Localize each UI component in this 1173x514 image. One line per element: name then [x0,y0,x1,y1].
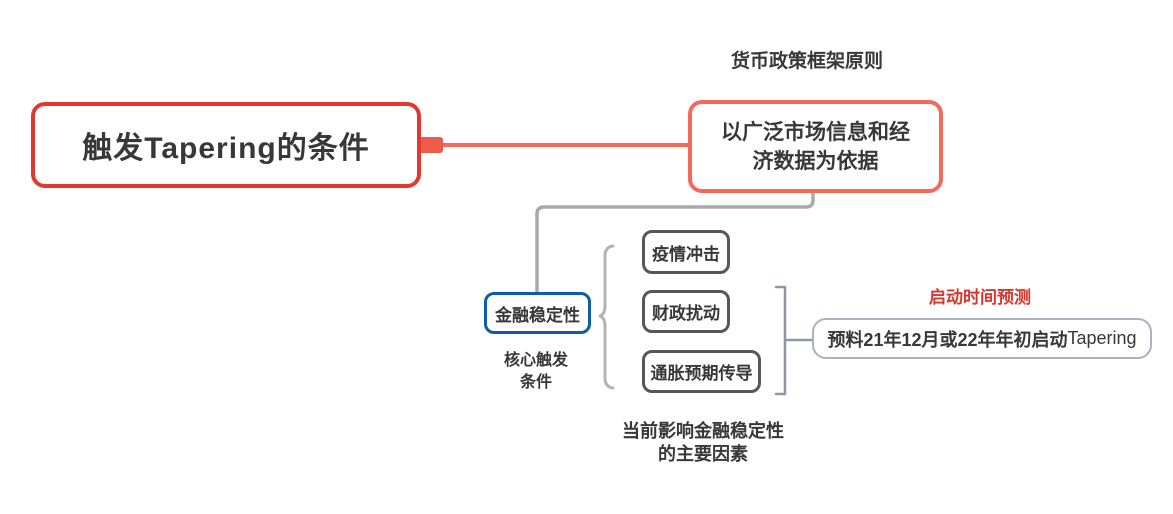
factor-topic-pandemic[interactable]: 疫情冲击 [642,230,730,274]
factor-topic-fiscal-label: 财政扰动 [652,304,720,323]
policy-branch-label[interactable]: 货币政策框架原则 [730,51,883,72]
factors-note-line1: 当前影响金融稳定性 [622,421,784,441]
policy-topic-line1: 以广泛市场信息和经 [721,120,910,144]
summary-topic-label-zh: 预料21年12月或22年年初启动 [827,329,1068,350]
factor-topic-fiscal[interactable]: 财政扰动 [642,290,730,333]
factor-topic-pandemic-label: 疫情冲击 [652,244,720,264]
stability-topic-label: 金融稳定性 [495,305,580,325]
summary-bracket [774,285,814,396]
policy-topic[interactable]: 以广泛市场信息和经 济数据为依据 [688,100,943,193]
factors-note-label[interactable]: 当前影响金融稳定性 的主要因素 [595,420,811,466]
factors-note-line2: 的主要因素 [658,444,748,464]
stability-note-label[interactable]: 核心触发 条件 [486,350,586,394]
root-topic-label: 触发Tapering的条件 [82,132,370,165]
factor-topic-inflation[interactable]: 通胀预期传导 [642,350,761,393]
summary-topic-label-en: Tapering [1067,328,1137,348]
root-connector-nub [419,137,443,153]
stability-note-line2: 条件 [519,374,552,391]
factor-topic-inflation-label: 通胀预期传导 [650,364,753,383]
stability-topic[interactable]: 金融稳定性 [484,292,591,334]
policy-topic-line2: 济数据为依据 [752,149,879,173]
stability-note-line1: 核心触发 [503,352,568,369]
root-topic[interactable]: 触发Tapering的条件 [31,102,421,188]
trunk-connector [535,189,815,295]
curly-brace [598,244,615,390]
forecast-label[interactable]: 启动时间预测 [929,288,1031,307]
